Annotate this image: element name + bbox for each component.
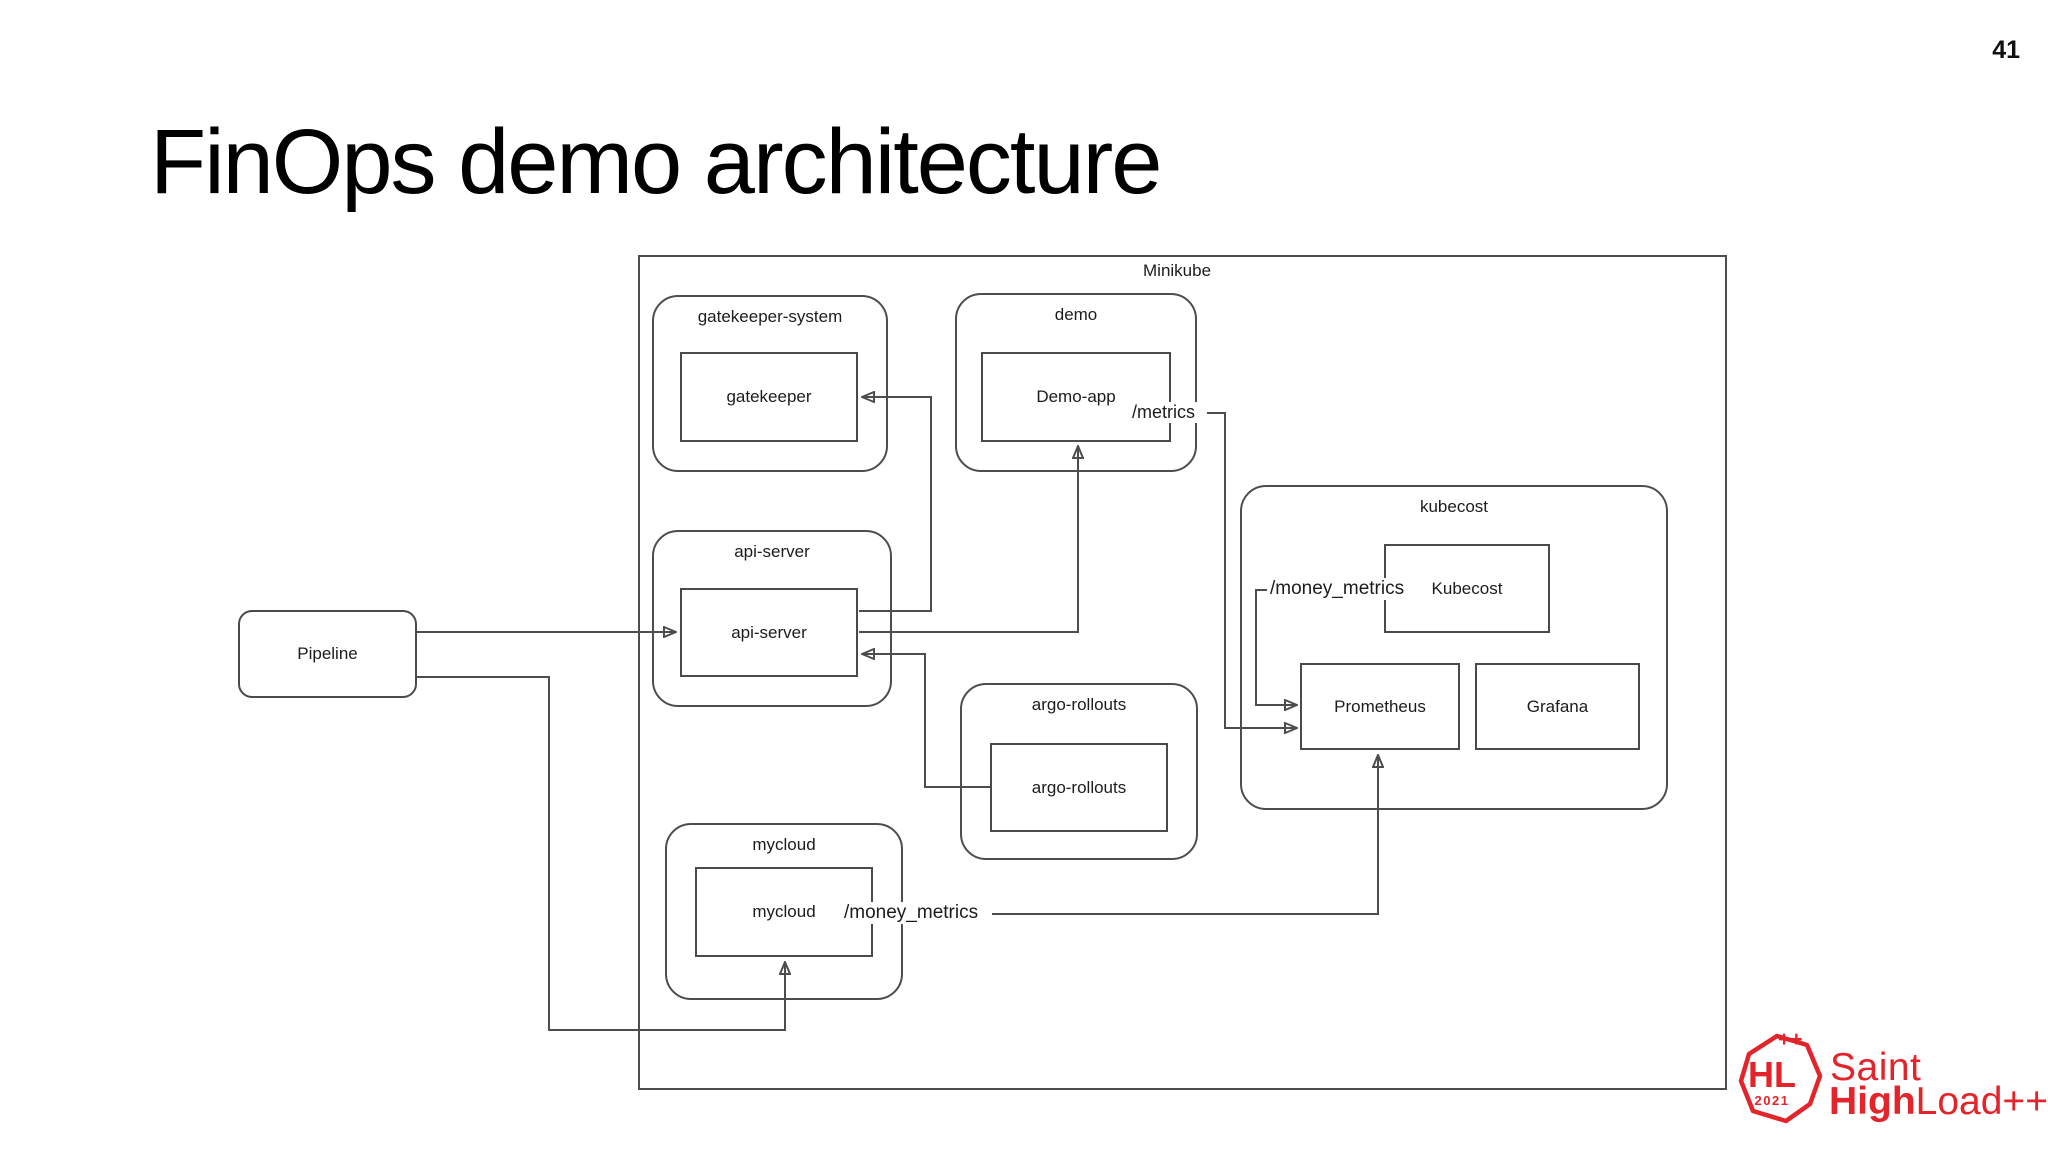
logo-brand-highload: HighLoad++ [1829, 1082, 2048, 1121]
node-pipeline: Pipeline [238, 610, 417, 698]
badge-hl-text: HL [1748, 1054, 1796, 1095]
node-grafana: Grafana [1475, 663, 1640, 750]
edge-label-money-metrics-kubecost: /money_metrics [1267, 578, 1408, 600]
edge-label-money-metrics-mycloud: /money_metrics [841, 902, 982, 924]
cluster-minikube [638, 255, 1727, 1090]
logo-brand-saint: Saint [1830, 1046, 1922, 1089]
namespace-gatekeeper-system-label: gatekeeper-system [697, 307, 843, 326]
highload-badge-icon: HL 2021 ++ [1738, 1030, 1823, 1124]
namespace-gatekeeper-system: gatekeeper-system [652, 295, 888, 472]
badge-heptagon [1738, 1033, 1823, 1124]
logo-brand-high: High [1829, 1080, 1916, 1123]
page-title: FinOps demo architecture [150, 111, 1162, 213]
cluster-minikube-label: Minikube [1143, 261, 1212, 280]
node-kubecost: Kubecost [1384, 544, 1550, 633]
node-api-server: api-server [680, 588, 858, 677]
logo-brand-load: Load++ [1915, 1080, 2048, 1123]
namespace-kubecost: kubecost [1240, 485, 1668, 810]
namespace-kubecost-label: kubecost [1419, 497, 1489, 516]
node-gatekeeper: gatekeeper [680, 352, 858, 442]
namespace-mycloud-label: mycloud [752, 835, 816, 854]
badge-plusplus-text: ++ [1778, 1030, 1803, 1051]
highload-logo: HL 2021 ++ Saint HighLoad++ [1738, 1030, 2048, 1140]
node-demo-app: Demo-app [981, 352, 1171, 442]
namespace-demo-label: demo [1054, 305, 1098, 324]
badge-year-text: 2021 [1755, 1093, 1790, 1108]
namespace-api-server-label: api-server [734, 542, 810, 561]
node-prometheus: Prometheus [1300, 663, 1460, 750]
edge-label-metrics: /metrics [1129, 402, 1198, 423]
node-argo-rollouts: argo-rollouts [990, 743, 1168, 832]
namespace-argo-rollouts-label: argo-rollouts [1031, 695, 1127, 714]
page-number: 41 [1992, 36, 2020, 64]
